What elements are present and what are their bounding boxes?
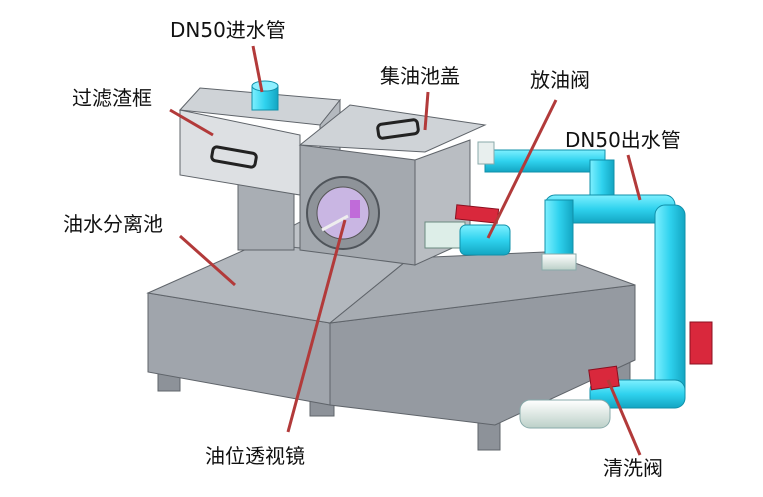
label-cleaning-valve: 清洗阀 [603,456,663,480]
label-oil-drain-valve: 放油阀 [530,68,590,92]
label-oil-tank-cover: 集油池盖 [380,64,460,88]
oil-drain-valve [424,204,511,256]
outlet-pipe [477,141,686,429]
label-sight-glass: 油位透视镜 [205,444,305,468]
cleaning-valves [588,321,713,391]
sight-glass [306,176,380,250]
inlet-pipe [251,80,279,111]
label-outlet-pipe: DN50出水管 [565,128,681,152]
oil-collection-tank [298,104,487,266]
label-separation-tank: 油水分离池 [63,212,163,236]
leader-lines [169,45,642,456]
label-inlet-pipe: DN50进水管 [170,18,286,42]
label-filter-basket: 过滤渣框 [72,86,152,110]
